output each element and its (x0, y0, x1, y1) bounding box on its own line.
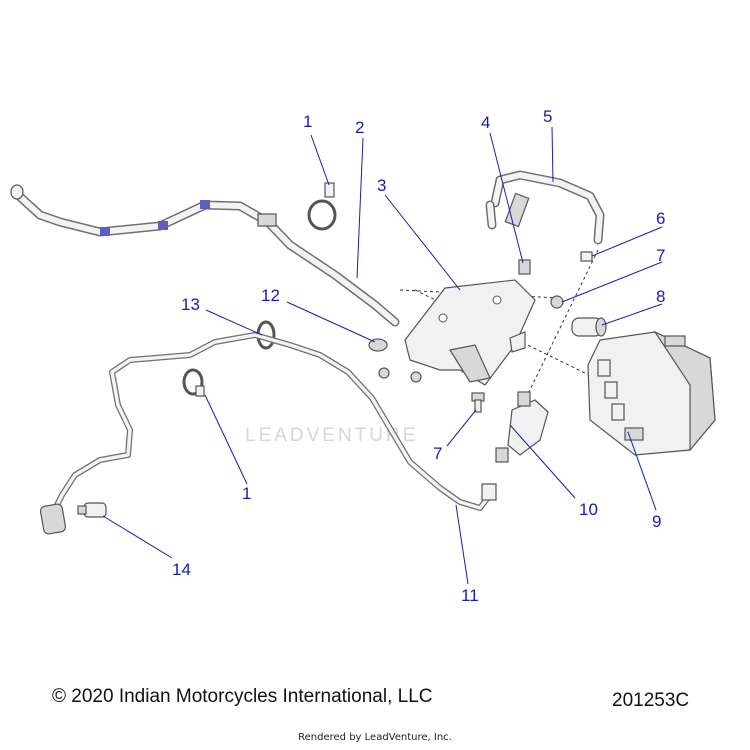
callout-4: 4 (481, 113, 490, 132)
drawing-number: 201253C (612, 690, 690, 711)
callout-6: 6 (656, 209, 665, 228)
nut[interactable] (550, 295, 564, 309)
callout-7-nut: 7 (656, 246, 665, 265)
purge-valve[interactable] (495, 391, 549, 463)
hose-sleeve (257, 213, 277, 227)
plug[interactable] (77, 502, 107, 518)
copyright-notice: © 2020 Indian Motorcycles International,… (52, 686, 433, 707)
callout-8: 8 (656, 287, 665, 306)
rendered-by-credit: Rendered by LeadVenture, Inc. (298, 732, 452, 743)
formed-hose[interactable] (485, 170, 605, 245)
hose-clamp-upper[interactable] (307, 182, 337, 231)
hose-end (10, 184, 24, 200)
callout-12: 12 (261, 286, 280, 305)
lower-vent-hose[interactable] (39, 332, 497, 535)
callout-1-lower: 1 (242, 484, 251, 503)
hose-clamp-lower[interactable] (182, 368, 205, 397)
callout-14: 14 (172, 560, 191, 579)
hose-marking (200, 200, 210, 209)
callout-2: 2 (355, 118, 364, 137)
callout-3: 3 (377, 176, 386, 195)
callout-9: 9 (652, 512, 661, 531)
retainer-clip[interactable] (518, 259, 531, 275)
callout-7-bolt: 7 (433, 444, 442, 463)
hose-marking (100, 227, 110, 236)
cable-tie-clip[interactable] (368, 338, 388, 352)
mounting-bracket[interactable] (378, 279, 536, 386)
assembly-line-valve (524, 249, 599, 401)
callout-5: 5 (543, 107, 552, 126)
callout-11: 11 (461, 586, 479, 605)
canister[interactable] (587, 330, 716, 456)
hose-marking (158, 221, 168, 230)
watermark: LEADVENTURE (245, 425, 418, 446)
hose-clamp-small[interactable] (580, 251, 593, 262)
fitting[interactable] (571, 317, 607, 337)
bolt[interactable] (471, 392, 485, 413)
callout-13: 13 (181, 295, 200, 314)
callout-10: 10 (579, 500, 598, 519)
callout-1-upper: 1 (303, 112, 312, 131)
leader-lines (102, 126, 663, 585)
upper-vent-hose[interactable] (10, 184, 400, 327)
